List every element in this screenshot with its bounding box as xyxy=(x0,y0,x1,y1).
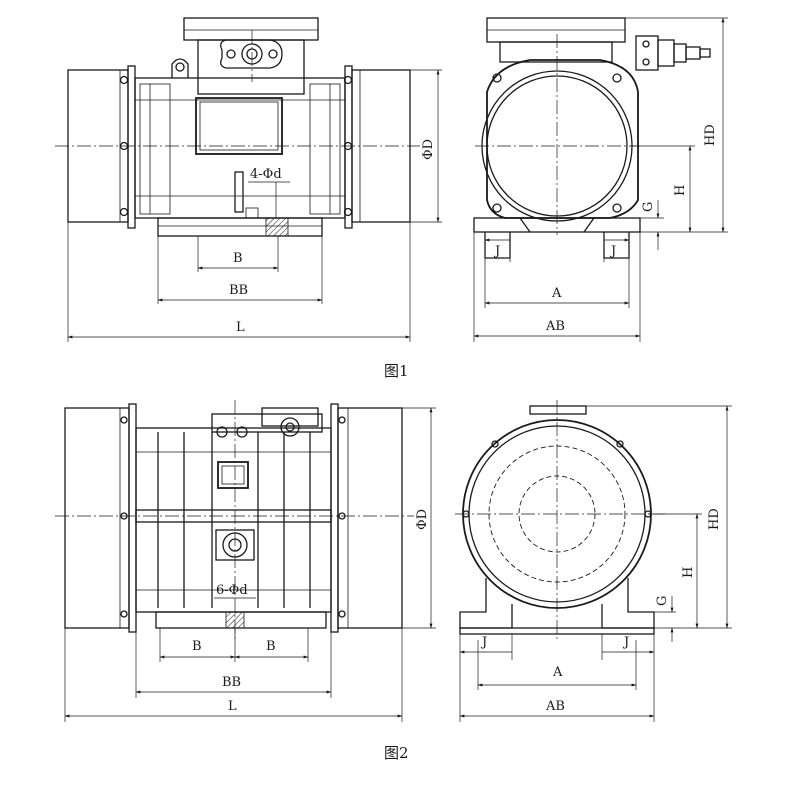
fig2-g-label: G xyxy=(655,596,670,606)
fig2-b-left-label: B xyxy=(192,639,202,654)
fig2-front-view: 6-Φd B B BB L ΦD xyxy=(55,400,436,722)
fig2-j-right-label: J xyxy=(622,635,629,650)
fig2-side-view: HD H G J J A AB xyxy=(455,400,732,722)
fig1-l-label: L xyxy=(236,320,245,335)
fig2-phi-D-label: ΦD xyxy=(415,509,430,530)
fig2-l-label: L xyxy=(228,699,237,714)
fig1-j-left-label: J xyxy=(493,244,500,259)
fig2-hd-label: HD xyxy=(707,508,722,530)
fig2-b-right-label: B xyxy=(266,639,276,654)
fig1-front-view: 4-Φd B BB L ΦD xyxy=(55,17,442,342)
fig1-caption: 图1 xyxy=(384,362,409,380)
fig1-phi-d-label: 4-Φd xyxy=(250,167,282,182)
fig1-j-right-label: J xyxy=(609,244,616,259)
fig1-g-label: G xyxy=(641,202,656,212)
fig1-h-label: H xyxy=(673,185,688,196)
fig2-bb-label: BB xyxy=(222,675,241,690)
fig1-bb-label: BB xyxy=(229,283,248,298)
fig1-ab-label: AB xyxy=(545,319,565,334)
fig1-hd-label: HD xyxy=(703,124,718,146)
fig1-a-label: A xyxy=(551,286,562,301)
fig1-b-label: B xyxy=(233,251,243,266)
fig1-side-view: HD H G J J A AB xyxy=(473,17,728,342)
fig2-phi-d-label: 6-Φd xyxy=(216,583,248,598)
fig2-a-label: A xyxy=(552,665,563,680)
fig2-h-label: H xyxy=(681,567,696,578)
fig2-ab-label: AB xyxy=(545,699,565,714)
fig2-caption: 图2 xyxy=(384,744,409,762)
fig2-j-left-label: J xyxy=(480,635,487,650)
fig1-phi-D-label: ΦD xyxy=(421,139,436,160)
